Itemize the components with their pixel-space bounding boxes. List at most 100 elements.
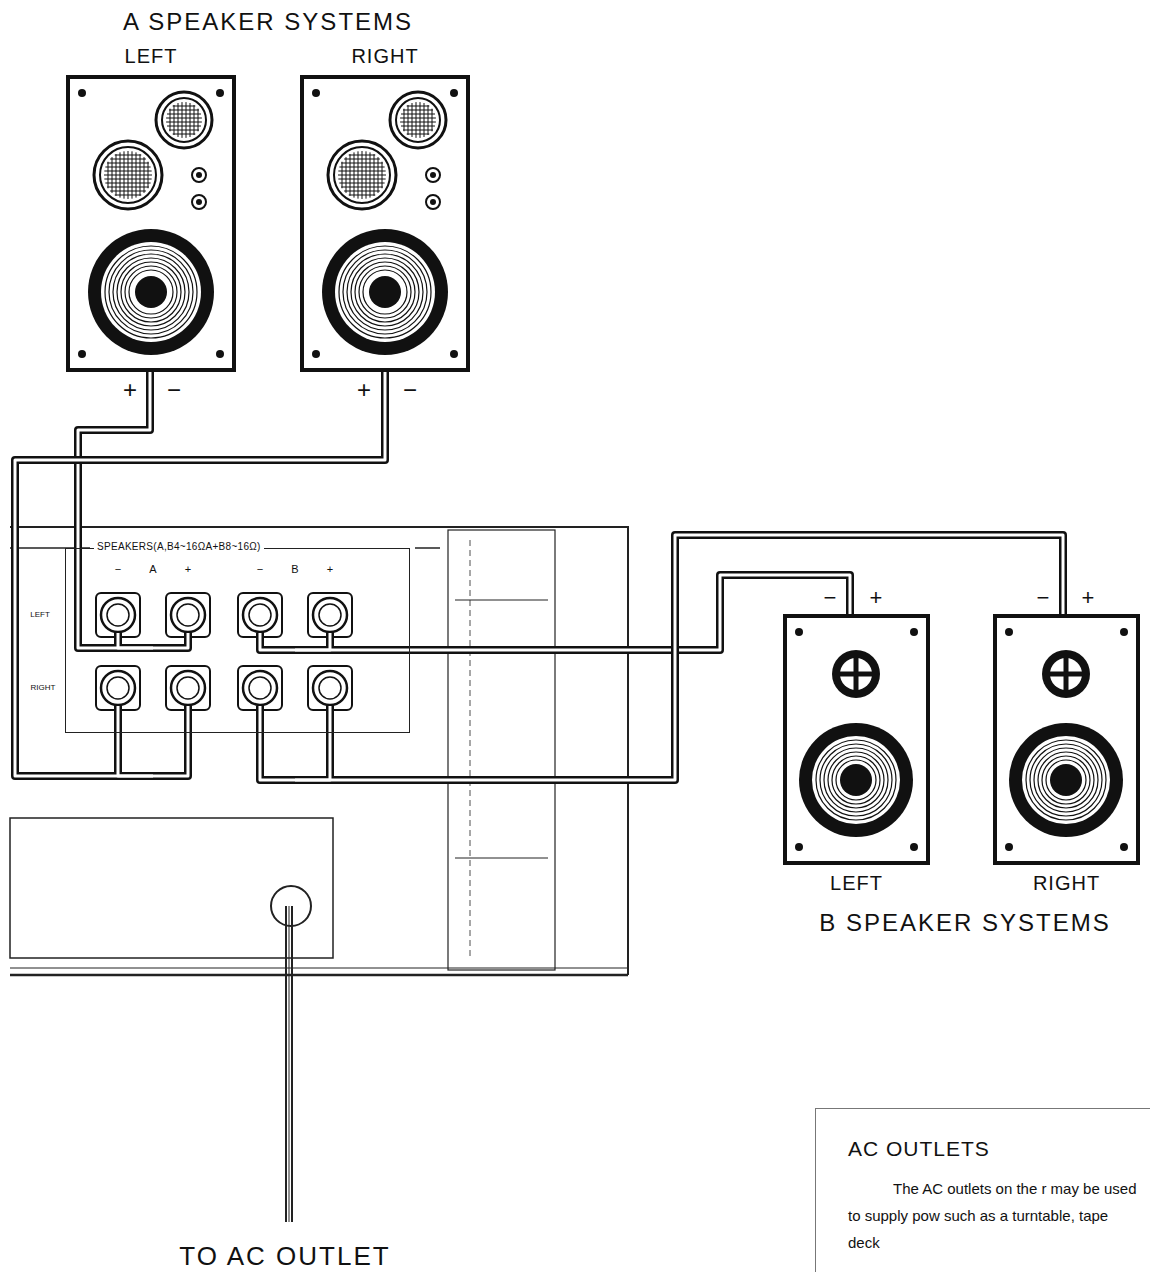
- cable-core: [295, 535, 1063, 780]
- terminal-post: [171, 671, 205, 705]
- driver-grille: [144, 157, 145, 193]
- speaker-label: RIGHT: [1033, 872, 1100, 895]
- speaker-label: LEFT: [830, 872, 883, 895]
- driver-grille: [173, 106, 196, 107]
- driver-grille: [167, 126, 201, 127]
- cable-outline: [260, 633, 295, 650]
- speaker-cable: [78, 372, 188, 648]
- cabinet-screw: [312, 89, 320, 97]
- terminal-block: [238, 666, 282, 710]
- speaker-cabinet: RIGHT: [993, 614, 1140, 865]
- driver-rim: [390, 92, 446, 148]
- cabinet-screw: [216, 350, 224, 358]
- tweeter: [1042, 650, 1090, 698]
- driver-grille: [190, 103, 191, 137]
- driver-grille: [169, 130, 199, 131]
- woofer-cone: [343, 250, 427, 334]
- terminal-block: [166, 666, 210, 710]
- polarity-mark: +: [123, 378, 137, 402]
- cable-outline: [118, 706, 153, 776]
- woofer-cone: [359, 266, 411, 318]
- terminal-mark: −: [114, 564, 122, 575]
- woofer-cone: [832, 756, 880, 804]
- woofer-cone: [836, 760, 876, 800]
- woofer-cap: [369, 276, 401, 308]
- terminal-mark: −: [256, 564, 264, 575]
- driver-grille: [104, 179, 151, 180]
- terminal-post: [319, 604, 341, 626]
- level-knob: [196, 172, 202, 178]
- speaker-label: LEFT: [125, 45, 178, 68]
- terminal-post: [107, 677, 129, 699]
- cabinet-screw: [1005, 843, 1013, 851]
- woofer-cone: [1046, 760, 1086, 800]
- terminal-post: [243, 598, 277, 632]
- cable-core: [260, 706, 295, 780]
- terminal-block: [166, 593, 210, 637]
- driver-grille: [173, 134, 196, 135]
- terminal-post: [319, 677, 341, 699]
- cabinet-screw: [312, 350, 320, 358]
- driver-grille: [132, 151, 133, 198]
- driver-grille: [416, 102, 417, 138]
- driver-grille: [186, 102, 187, 138]
- cable-outline: [295, 575, 850, 650]
- driver-grille: [403, 130, 433, 131]
- cabinet-screw: [1120, 628, 1128, 636]
- cable-core: [153, 633, 188, 648]
- terminal-block: [96, 593, 140, 637]
- ac-panel: [10, 818, 333, 958]
- woofer-cone: [812, 736, 900, 824]
- polarity-mark: −: [167, 378, 181, 402]
- cable-outline: [295, 535, 1063, 780]
- woofer-cone: [363, 270, 407, 314]
- polarity-mark: +: [870, 587, 883, 609]
- terminal-mark: +: [326, 564, 334, 575]
- terminal-post: [243, 671, 277, 705]
- level-knob: [426, 195, 440, 209]
- panel-heading: SPEAKERS(A,B4~16ΩA+B8~16Ω): [94, 541, 264, 552]
- woofer-cone: [828, 752, 884, 808]
- driver-grille: [420, 102, 421, 138]
- woofer-cone: [1026, 740, 1106, 820]
- woofer-cap: [1050, 764, 1082, 796]
- cabinet-screw: [450, 89, 458, 97]
- woofer-cone: [117, 258, 185, 326]
- ac-cord: [285, 906, 287, 1222]
- ac-cord: [289, 906, 290, 1222]
- cable-outline: [118, 633, 153, 648]
- driver-rim: [94, 141, 162, 209]
- driver-grille: [378, 157, 379, 193]
- terminal-block: [308, 666, 352, 710]
- terminal-post: [171, 598, 205, 632]
- driver-grille: [110, 191, 146, 192]
- woofer-cone: [824, 748, 888, 812]
- terminal-mark: B: [290, 564, 299, 575]
- tweeter: [832, 650, 880, 698]
- terminal-mark: +: [184, 564, 192, 575]
- terminal-post: [249, 604, 271, 626]
- group-caption: B SPEAKER SYSTEMS: [819, 911, 1110, 935]
- cable-core: [153, 706, 188, 776]
- cabinet-screw: [910, 628, 918, 636]
- cabinet-screw: [78, 89, 86, 97]
- vent-strip: [455, 858, 548, 859]
- driver-grille: [401, 126, 435, 127]
- woofer-surround: [88, 229, 214, 355]
- driver-grille: [166, 118, 202, 119]
- receiver-outline: [10, 974, 628, 977]
- terminal-panel: SPEAKERS(A,B4~16ΩA+B8~16Ω): [65, 548, 410, 733]
- polarity-mark: −: [403, 378, 417, 402]
- cable-outline: [295, 633, 330, 650]
- driver-grille: [349, 195, 376, 196]
- driver-grille: [198, 109, 199, 132]
- driver-grille: [166, 122, 202, 123]
- terminal-post: [177, 677, 199, 699]
- polarity-mark: +: [1082, 587, 1095, 609]
- driver-grille: [374, 154, 375, 196]
- driver-rim: [156, 92, 212, 148]
- vent-strip: [455, 600, 548, 601]
- terminal-post: [313, 598, 347, 632]
- cabinet-screw: [795, 843, 803, 851]
